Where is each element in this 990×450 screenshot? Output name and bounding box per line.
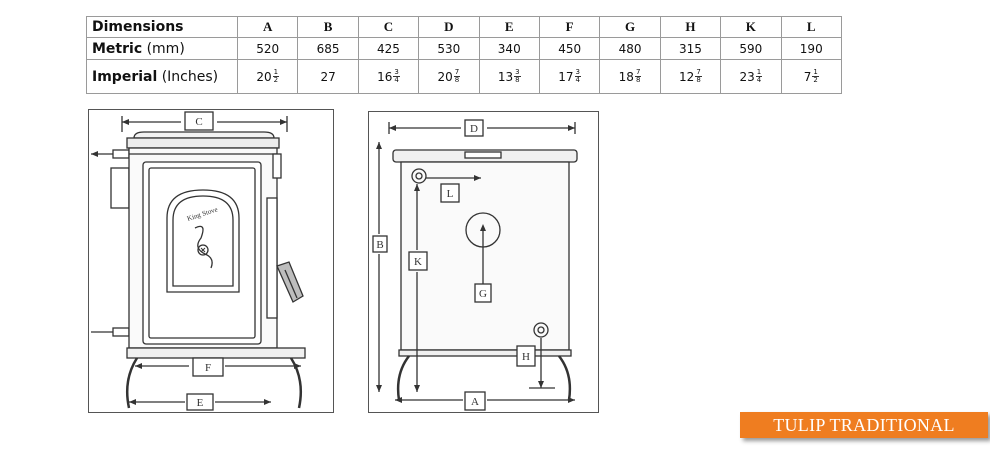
dimensions-table: Dimensions A B C D E F G H K L Metric (m… [86,16,843,94]
column-header: D [418,16,480,38]
metric-row-label: Metric (mm) [86,37,238,60]
table-header-row: Dimensions A B C D E F G H K L [86,16,843,38]
metric-cell: 530 [418,37,480,60]
label-k: K [414,256,422,268]
label-a: A [471,396,479,408]
metric-cell: 315 [659,37,722,60]
label-l: L [447,188,454,200]
column-header: L [780,16,843,38]
top-view-svg: D B L K G [372,119,578,411]
metric-cell: 480 [599,37,661,60]
column-header: A [236,16,299,38]
metric-cell: 520 [236,37,299,60]
label-b: B [376,239,383,251]
front-view-drawing: C King Stove [88,109,334,413]
column-header: B [297,16,359,38]
imperial-cell: 27 [297,59,359,94]
column-header: C [357,16,420,38]
column-header: G [599,16,661,38]
label-d: D [470,123,478,135]
column-header: E [478,16,540,38]
model-name-banner: TULIP TRADITIONAL [740,412,988,438]
front-view-svg: C King Stove [91,111,306,411]
metric-cell: 450 [538,37,601,60]
header-label: Dimensions [86,16,238,38]
label-f: F [205,362,211,374]
imperial-label: Imperial [92,68,158,85]
metric-cell: 190 [780,37,843,60]
label-h: H [522,351,530,363]
imperial-unit: (Inches) [161,68,219,85]
metric-label: Metric [92,40,143,57]
label-g: G [479,288,487,300]
metric-cell: 590 [720,37,782,60]
column-header: F [538,16,601,38]
table-row-metric: Metric (mm) 520 685 425 530 340 450 480 … [86,37,843,60]
label-e: E [197,397,204,409]
imperial-row-label: Imperial (Inches) [86,59,238,94]
metric-cell: 425 [357,37,420,60]
metric-unit: (mm) [146,40,185,57]
column-header: K [720,16,782,38]
metric-cell: 685 [297,37,359,60]
top-view-drawing: D B L K G [368,111,599,413]
column-header: H [659,16,722,38]
label-c: C [195,116,202,128]
metric-cell: 340 [478,37,540,60]
